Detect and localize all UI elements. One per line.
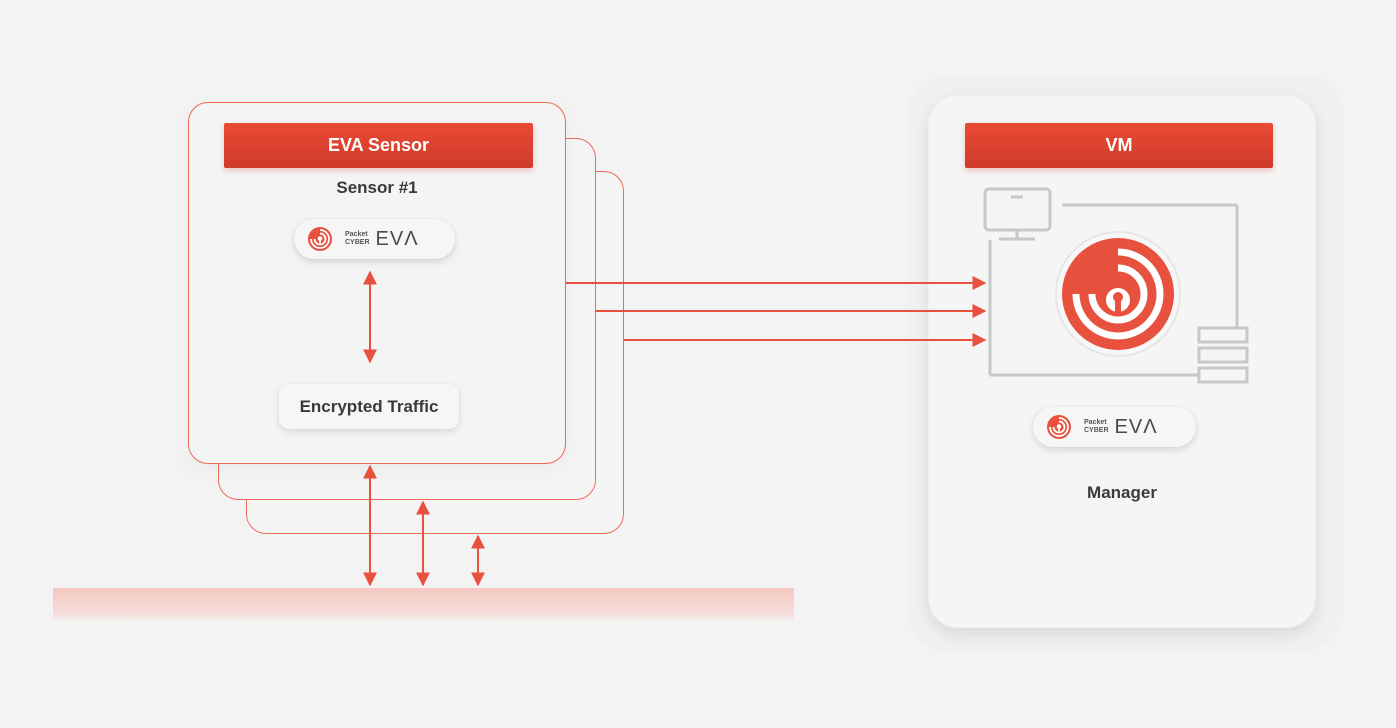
encrypted-traffic-label: Encrypted Traffic <box>279 384 459 429</box>
eva-logo-icon <box>1047 415 1071 439</box>
eva-emblem-icon <box>1055 231 1181 357</box>
sensor-header: EVA Sensor <box>224 123 533 168</box>
monitor-icon <box>983 187 1052 241</box>
logo-cyber: CYBER <box>345 239 370 246</box>
logo-text: Packet CYBER <box>345 231 370 247</box>
sensor-name: Sensor #1 <box>336 178 418 197</box>
vm-header: VM <box>965 123 1273 168</box>
logo-packet: Packet <box>345 231 368 238</box>
sensor-logo-badge: Packet CYBER EVΛ <box>294 219 455 259</box>
manager-label: Manager <box>1087 483 1157 502</box>
vm-card <box>928 95 1316 628</box>
vm-connector-lines <box>988 203 1239 377</box>
vm-logo-badge: Packet CYBER EVΛ <box>1033 407 1196 447</box>
logo-eva-word: EVΛ <box>1114 415 1158 438</box>
logo-eva-word: EVΛ <box>375 227 419 250</box>
logo-packet: Packet <box>1084 419 1107 426</box>
network-bar <box>53 588 794 622</box>
eva-logo-icon <box>308 227 332 251</box>
logo-text: Packet CYBER <box>1084 419 1109 435</box>
server-stack-icon <box>1197 326 1249 384</box>
logo-cyber: CYBER <box>1084 427 1109 434</box>
